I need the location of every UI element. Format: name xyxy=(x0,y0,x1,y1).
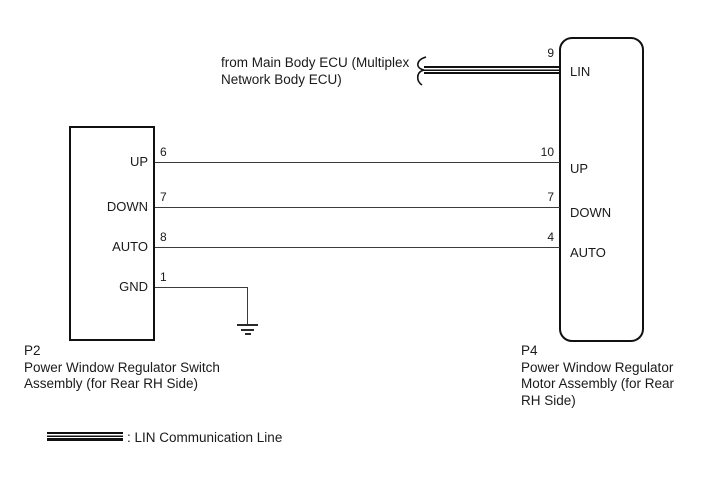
legend-lin-line-icon xyxy=(47,432,123,441)
ecu-note-line1: from Main Body ECU (Multiplex xyxy=(221,55,410,70)
connector-box-p2 xyxy=(69,126,155,341)
p4-pin-label-auto: AUTO xyxy=(570,245,606,260)
p2-name-line1: Power Window Regulator Switch xyxy=(24,359,220,375)
p4-pin-label-up: UP xyxy=(570,161,589,176)
p2-pin-number-down: 7 xyxy=(160,190,167,204)
p4-pin-number-auto: 4 xyxy=(547,230,554,244)
wire-continuation-squiggle-icon xyxy=(416,56,427,86)
connector-box-p4 xyxy=(559,37,644,342)
ecu-note-line2: Network Body ECU) xyxy=(221,72,342,87)
p4-pin-number-up: 10 xyxy=(540,145,554,159)
p4-pin-label-lin: LIN xyxy=(570,64,591,79)
p2-pin-number-up: 6 xyxy=(160,145,167,159)
p2-pin-label-gnd: GND xyxy=(119,279,148,294)
p2-pin-label-up: UP xyxy=(129,154,148,169)
p4-pin-number-lin: 9 xyxy=(547,46,554,60)
p4-pin-label-down: DOWN xyxy=(570,205,612,220)
lin-communication-wire xyxy=(424,66,560,74)
wire-gnd-horizontal xyxy=(155,287,248,288)
p2-pin-number-auto: 8 xyxy=(160,230,167,244)
wire-up xyxy=(155,162,560,163)
p4-connector-id: P4 xyxy=(521,343,538,358)
p2-connector-id: P2 xyxy=(24,343,41,358)
p4-caption: P4 Power Window Regulator Motor Assembly… xyxy=(521,343,674,409)
wire-gnd-vertical xyxy=(247,287,248,325)
p4-name-line3: RH Side) xyxy=(521,392,576,408)
p4-name-line1: Power Window Regulator xyxy=(521,359,674,375)
p2-pin-label-auto: AUTO xyxy=(112,239,148,254)
p2-name-line2: Assembly (for Rear RH Side) xyxy=(24,376,199,391)
legend-label: : LIN Communication Line xyxy=(127,430,283,445)
p4-name-line2: Motor Assembly (for Rear xyxy=(521,376,675,391)
wire-down xyxy=(155,207,560,208)
p2-pin-number-gnd: 1 xyxy=(160,270,167,284)
p2-pin-label-down: DOWN xyxy=(106,199,148,214)
p4-pin-number-down: 7 xyxy=(547,190,554,204)
wire-auto xyxy=(155,247,560,248)
p2-caption: P2 Power Window Regulator Switch Assembl… xyxy=(24,343,220,393)
ecu-source-note: from Main Body ECU (Multiplex Network Bo… xyxy=(221,54,409,88)
